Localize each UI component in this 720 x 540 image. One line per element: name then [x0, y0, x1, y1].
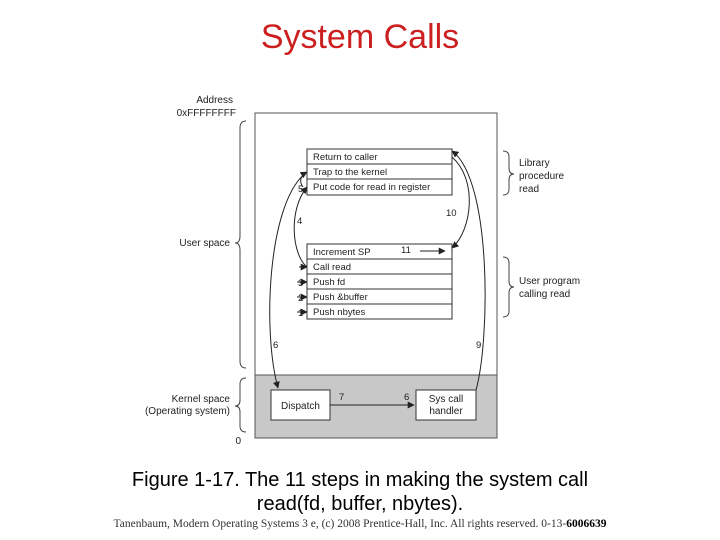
- library-procedure-box: Return to caller Trap to the kernel Put …: [306, 148, 453, 196]
- library-row-put-code: Put code for read in register: [313, 182, 430, 193]
- user-row-increment: Increment SP: [313, 247, 371, 258]
- library-label-line3: read: [519, 184, 539, 195]
- address-bottom-label: 0: [235, 436, 241, 447]
- kernel-space-label: Kernel space: [172, 394, 231, 405]
- library-label-line2: procedure: [519, 171, 564, 182]
- library-brace: [502, 150, 515, 196]
- dispatch-label: Dispatch: [281, 401, 320, 412]
- step-number-4: 4: [297, 216, 302, 227]
- step-number-5: 5: [298, 184, 303, 195]
- user-program-label-line1: User program: [519, 276, 580, 287]
- user-space-label: User space: [179, 238, 230, 249]
- user-space-brace: [234, 120, 247, 369]
- slide-title: System Calls: [260, 18, 460, 56]
- step-number-1: 1: [298, 308, 303, 319]
- library-row-trap: Trap to the kernel: [313, 167, 387, 178]
- step-number-7: 7: [339, 392, 344, 403]
- library-label-line1: Library: [519, 158, 550, 169]
- user-program-box: Increment SP Call read Push fd Push &buf…: [306, 243, 453, 320]
- user-row-call-read: Call read: [313, 262, 351, 273]
- footer-isbn-bold: 6006639: [566, 518, 607, 530]
- step-number-9: 9: [476, 340, 481, 351]
- sys-call-label: Sys call: [429, 394, 463, 405]
- system-call-diagram: Return to caller Trap to the kernel Put …: [145, 95, 580, 447]
- figure-caption-line1: Figure 1-17. The 11 steps in making the …: [131, 469, 589, 491]
- address-top-label: 0xFFFFFFFF: [177, 108, 236, 119]
- figure-caption-line2: read(fd, buffer, nbytes).: [256, 493, 464, 515]
- user-program-brace: [502, 256, 515, 318]
- library-row-return: Return to caller: [313, 152, 377, 163]
- kernel-space-brace: [234, 377, 247, 433]
- step-number-8: 6: [404, 392, 409, 403]
- dispatch-box: Dispatch: [270, 389, 331, 421]
- copyright-footer: Tanenbaum, Modern Operating Systems 3 e,…: [0, 518, 720, 530]
- user-row-push-fd: Push fd: [313, 277, 345, 288]
- step-number-10: 10: [446, 208, 457, 219]
- footer-text: Tanenbaum, Modern Operating Systems 3 e,…: [113, 518, 567, 530]
- address-label: Address: [196, 95, 233, 106]
- step-number-2: 2: [298, 293, 303, 304]
- user-program-label-line2: calling read: [519, 289, 570, 300]
- step-arrows: [269, 150, 486, 409]
- handler-label: handler: [429, 406, 463, 417]
- step-number-3: 3: [298, 278, 303, 289]
- user-row-push-nbytes: Push nbytes: [313, 307, 366, 318]
- step-number-11: 11: [401, 245, 411, 256]
- sys-call-handler-box: Sys call handler: [415, 389, 477, 421]
- step-number-6: 6: [273, 340, 278, 351]
- user-row-push-buffer: Push &buffer: [313, 292, 368, 303]
- operating-system-label: (Operating system): [145, 406, 230, 417]
